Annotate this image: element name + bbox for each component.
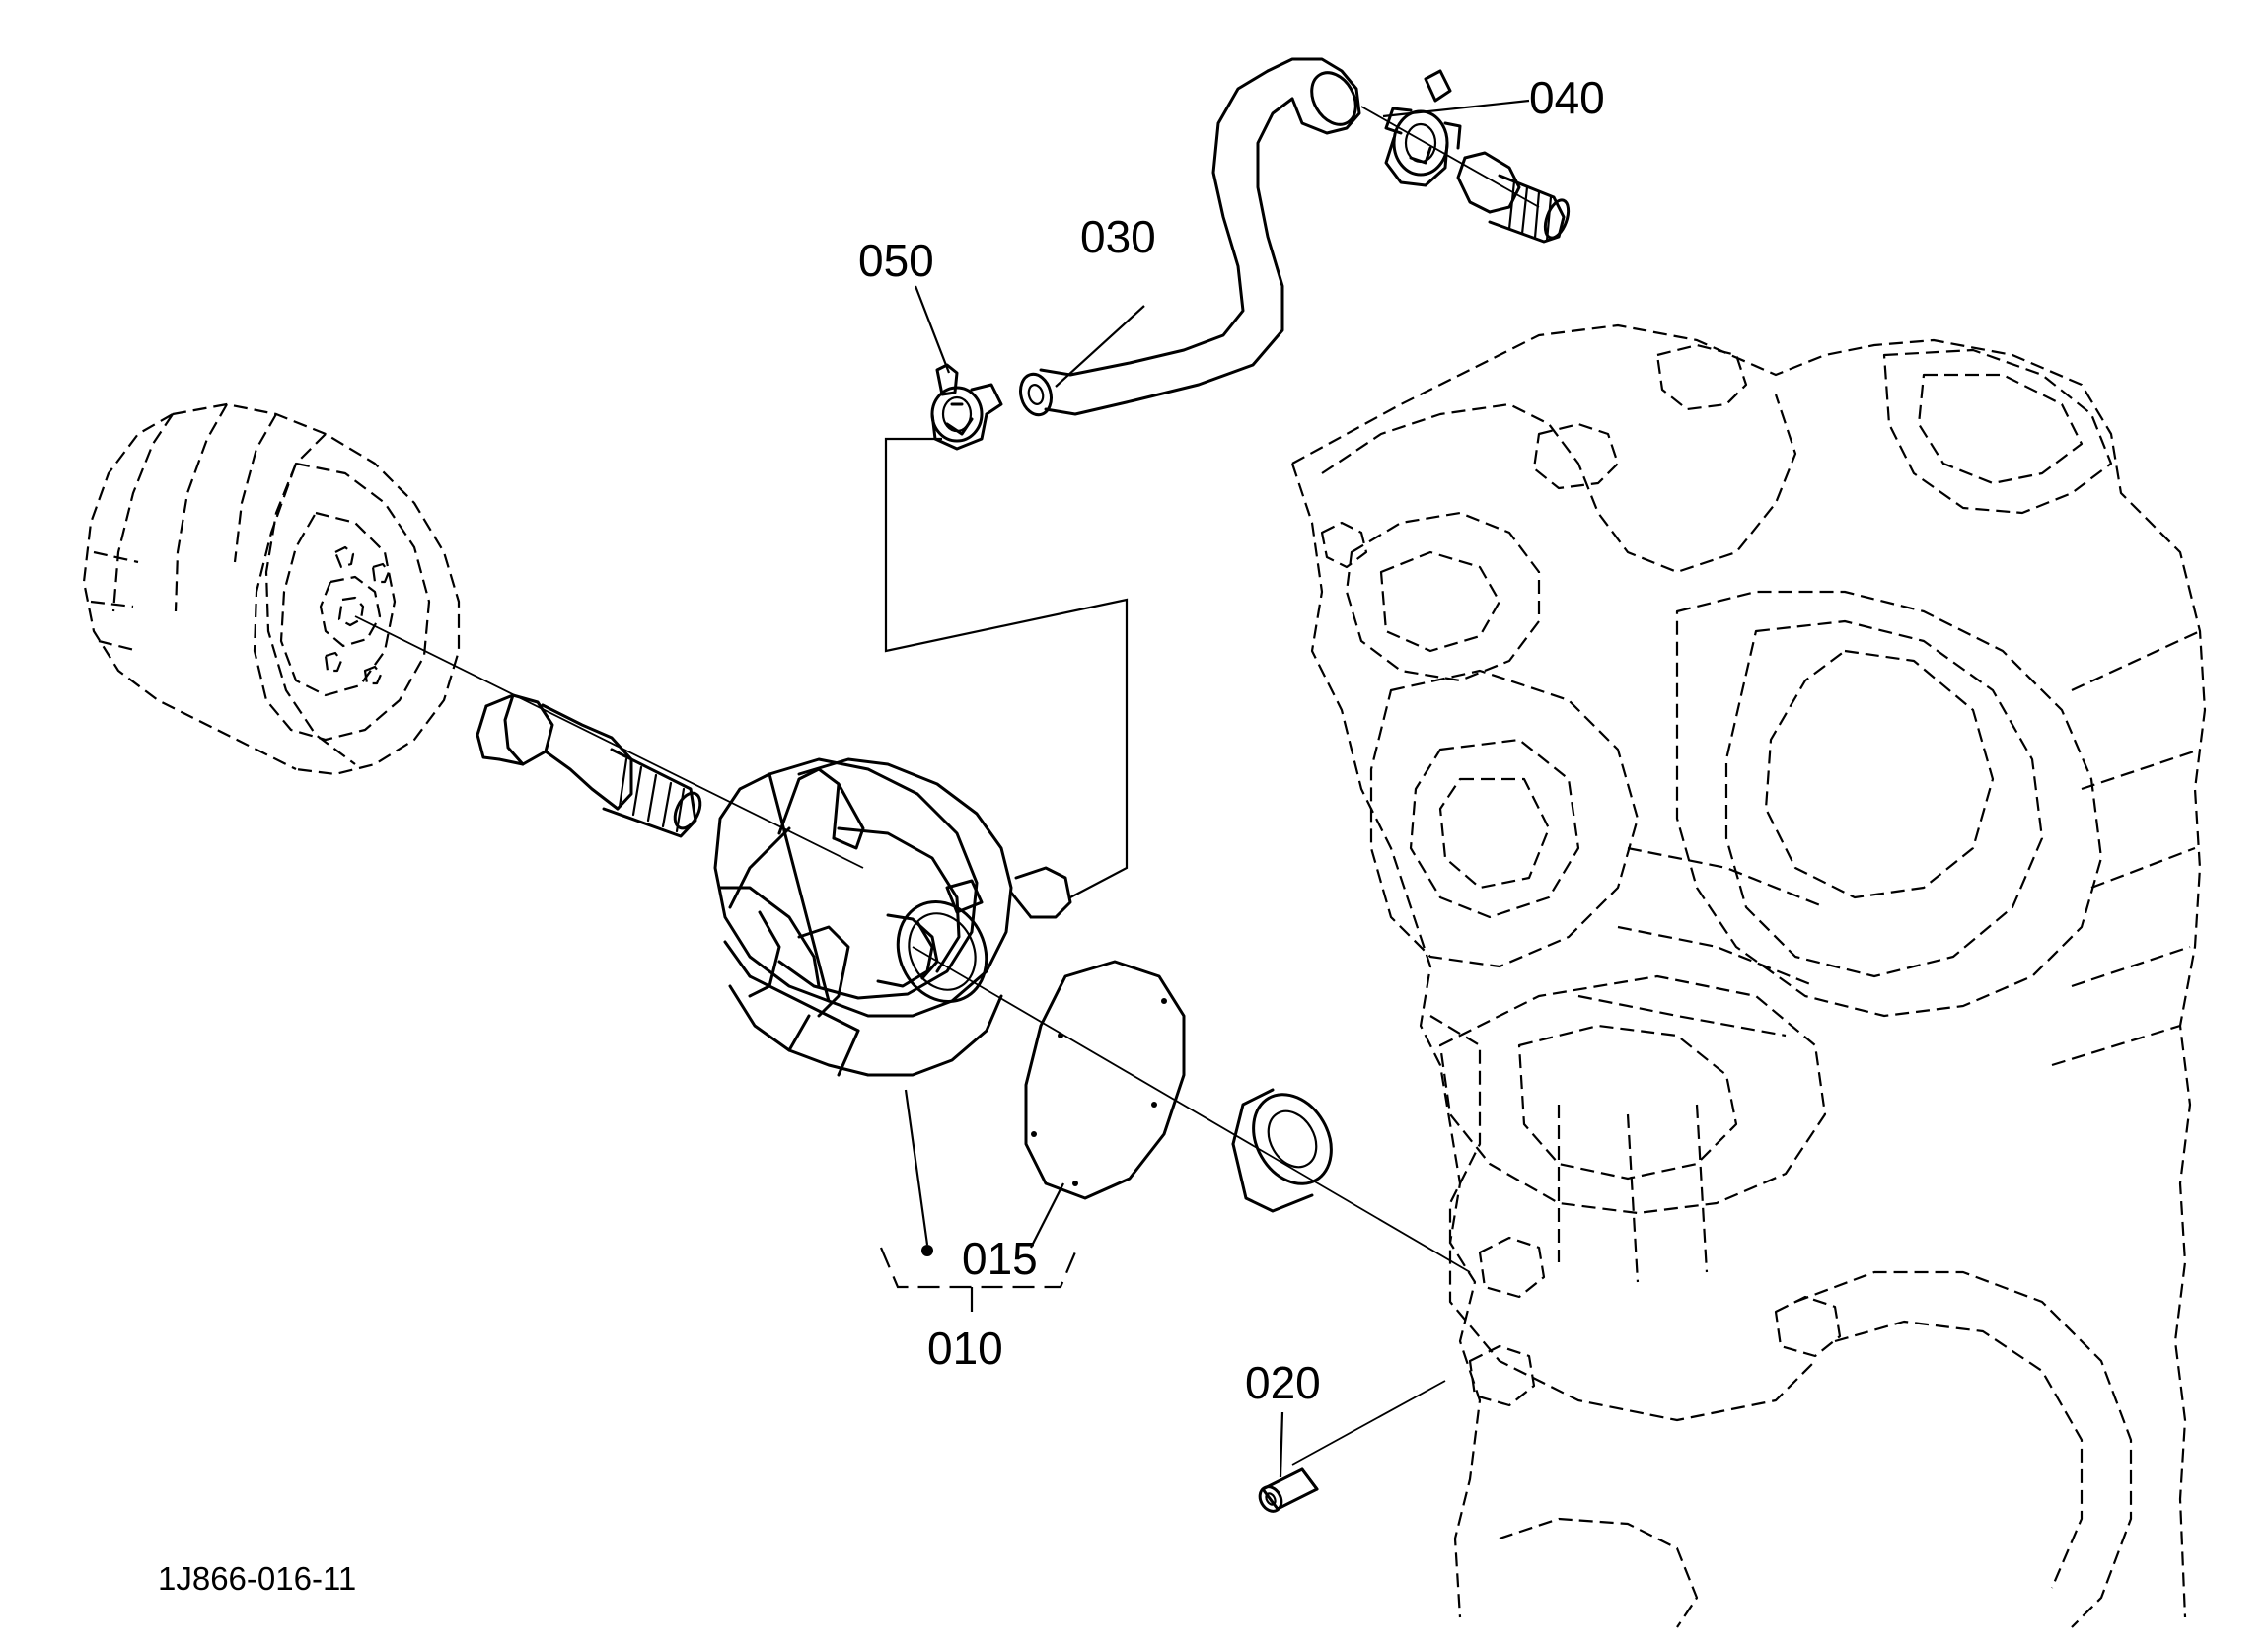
hose-clamp-upper — [1360, 69, 1540, 208]
callout-030: 030 — [1080, 211, 1156, 262]
callout-015: 015 — [962, 1233, 1038, 1284]
banjo-fitting — [1456, 151, 1571, 244]
callout-040: 040 — [1529, 72, 1605, 123]
engine-block-outline — [1290, 323, 2207, 1628]
callout-010: 010 — [927, 1323, 1003, 1374]
callout-020: 020 — [1245, 1357, 1321, 1408]
dowel-pin — [1258, 1380, 1446, 1513]
drawing-number: 1J866-016-11 — [158, 1560, 356, 1597]
hose-clamp-lower — [930, 363, 1003, 451]
leader-lines — [879, 99, 1530, 1478]
oil-cooler — [713, 757, 1072, 1077]
callout-labels: 040 050 030 015 010 020 1J866-016-11 — [158, 72, 1605, 1597]
seal-ring — [912, 946, 1471, 1273]
oil-filter-outline — [82, 402, 461, 776]
o-ring — [1024, 960, 1186, 1200]
hose — [1019, 57, 1361, 417]
threaded-nipple — [354, 615, 864, 869]
callout-050: 050 — [858, 235, 934, 286]
